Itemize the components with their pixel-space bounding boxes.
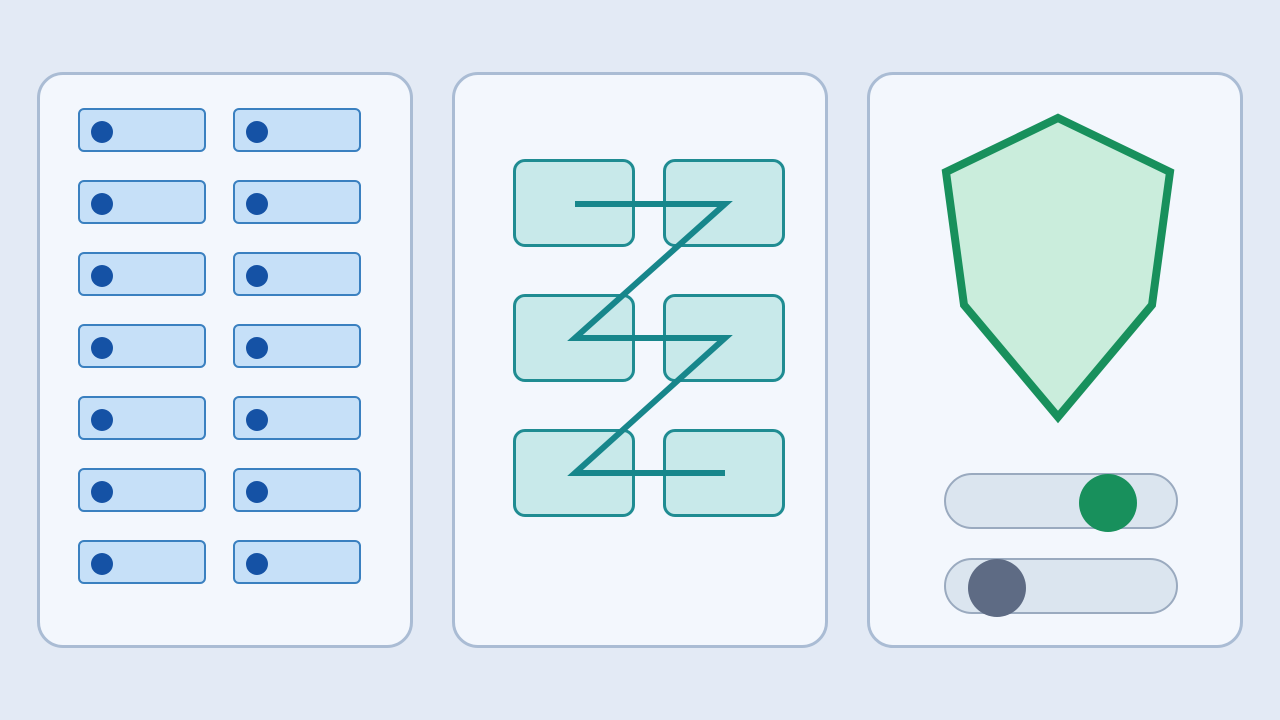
- status-led-icon: [91, 553, 113, 575]
- status-led-icon: [246, 337, 268, 359]
- server-unit: [78, 108, 206, 152]
- server-unit: [233, 324, 361, 368]
- status-led-icon: [246, 193, 268, 215]
- status-led-icon: [91, 337, 113, 359]
- status-led-icon: [91, 265, 113, 287]
- server-unit: [78, 396, 206, 440]
- shield-icon: [941, 113, 1175, 424]
- server-rack-panel: [37, 72, 413, 648]
- status-led-icon: [246, 553, 268, 575]
- server-unit: [233, 468, 361, 512]
- server-unit: [78, 324, 206, 368]
- server-unit: [78, 540, 206, 584]
- server-unit: [233, 540, 361, 584]
- server-unit: [233, 396, 361, 440]
- toggle-switch-off[interactable]: [944, 558, 1178, 617]
- server-unit: [78, 252, 206, 296]
- server-unit: [233, 252, 361, 296]
- status-led-icon: [91, 121, 113, 143]
- status-led-icon: [91, 193, 113, 215]
- toggle-knob: [1079, 474, 1137, 532]
- flow-path-layer: [567, 201, 733, 476]
- flow-path-line: [567, 201, 733, 476]
- status-led-icon: [246, 265, 268, 287]
- server-unit: [78, 468, 206, 512]
- status-led-icon: [91, 481, 113, 503]
- data-flow-panel: [452, 72, 828, 648]
- server-unit: [78, 180, 206, 224]
- status-led-icon: [91, 409, 113, 431]
- server-unit: [233, 180, 361, 224]
- toggle-switch-on[interactable]: [944, 473, 1178, 532]
- toggle-knob: [968, 559, 1026, 617]
- status-led-icon: [246, 481, 268, 503]
- server-unit: [233, 108, 361, 152]
- security-panel: [867, 72, 1243, 648]
- status-led-icon: [246, 409, 268, 431]
- shield-shape: [941, 113, 1175, 424]
- status-led-icon: [246, 121, 268, 143]
